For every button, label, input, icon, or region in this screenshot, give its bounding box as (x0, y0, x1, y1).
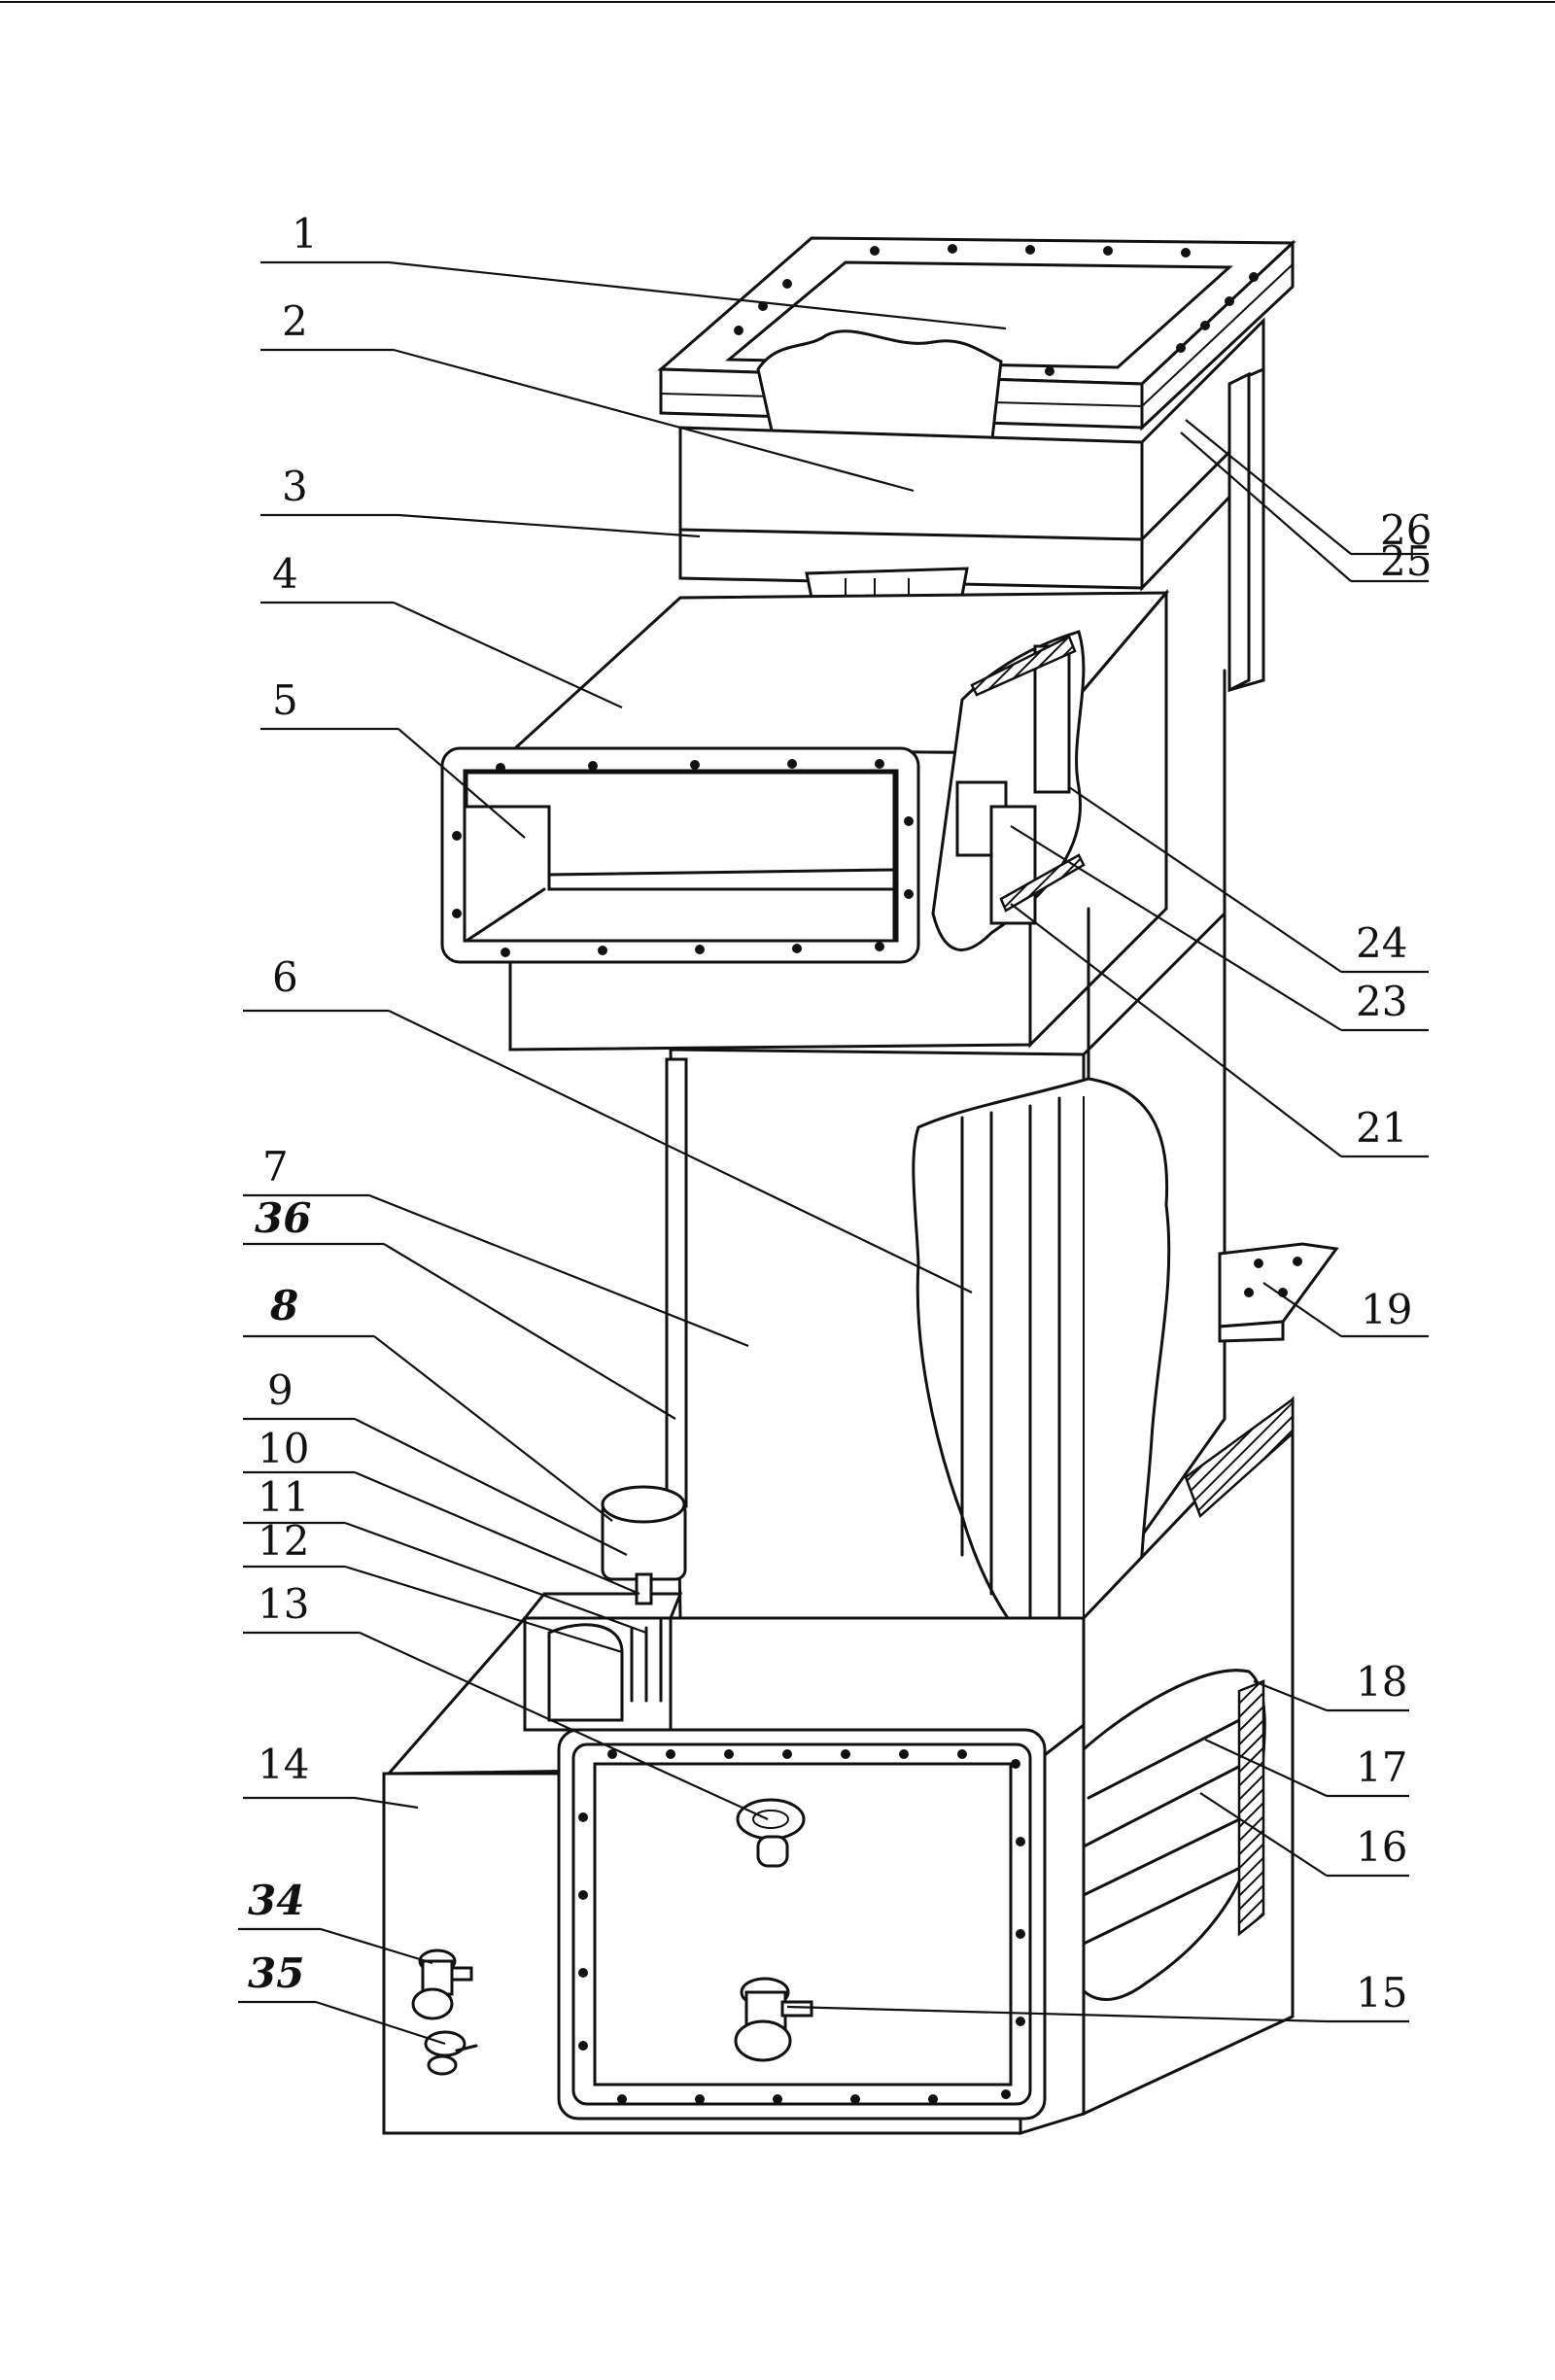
base-access-door (557, 1728, 1047, 2121)
main-column (665, 907, 1227, 1669)
callout-35: 35 (248, 1949, 304, 1997)
callout-10: 10 (258, 1425, 309, 1472)
callout-19: 19 (1361, 1286, 1412, 1333)
callout-24: 24 (1356, 919, 1407, 967)
callout-11: 11 (258, 1473, 309, 1521)
lower-right-section (1067, 1396, 1295, 2117)
callout-8: 8 (269, 1282, 298, 1329)
callout-4: 4 (272, 550, 298, 598)
callout-16: 16 (1356, 1823, 1407, 1871)
callout-labels: 1 2 3 4 5 6 7 36 8 9 10 11 12 13 14 34 3… (248, 210, 1432, 2017)
callout-14: 14 (258, 1741, 309, 1788)
callout-34: 34 (248, 1877, 304, 1924)
callout-36: 36 (255, 1194, 311, 1242)
callout-7: 7 (262, 1143, 289, 1190)
callout-17: 17 (1356, 1743, 1407, 1791)
callout-3: 3 (282, 463, 308, 510)
left-valves (411, 1949, 478, 2076)
callout-6: 6 (272, 953, 298, 1001)
side-port-flange (440, 746, 920, 964)
drive-unit (521, 1485, 687, 1732)
callout-5: 5 (272, 676, 298, 724)
callout-18: 18 (1356, 1658, 1407, 1706)
callout-13: 13 (258, 1580, 309, 1628)
callout-25: 25 (1380, 537, 1432, 585)
upper-cutaway (931, 630, 1086, 951)
callout-1: 1 (292, 210, 318, 258)
callout-21: 21 (1356, 1104, 1407, 1152)
callout-12: 12 (258, 1517, 309, 1565)
callout-26: 26 (1380, 506, 1432, 554)
side-bracket (1218, 1242, 1339, 1343)
callout-9: 9 (267, 1366, 294, 1414)
leader-lines (238, 260, 1429, 2046)
callout-2: 2 (282, 297, 308, 345)
right-bracket (1223, 366, 1265, 1421)
callout-15: 15 (1356, 1969, 1407, 2017)
callout-23: 23 (1356, 978, 1407, 1025)
